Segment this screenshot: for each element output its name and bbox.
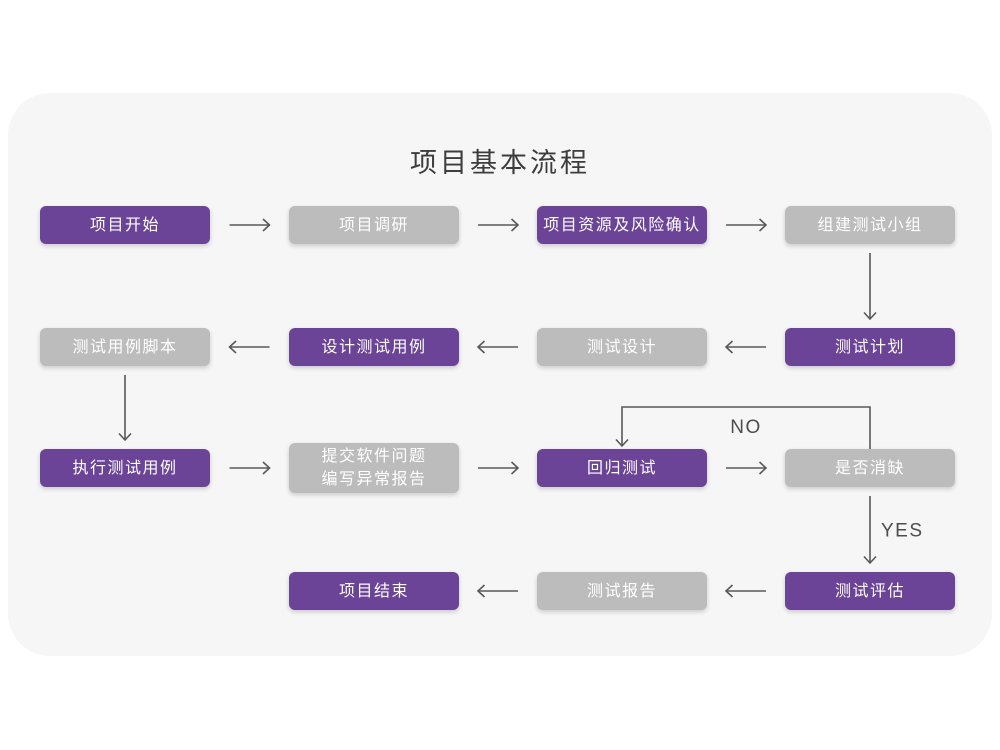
node-test-design: 测试设计 — [537, 328, 707, 366]
node-label: 测试用例脚本 — [72, 338, 178, 356]
node-label: 编写异常报告 — [321, 471, 427, 488]
node-label: 是否消缺 — [834, 459, 905, 477]
node-design-test-cases: 设计测试用例 — [289, 328, 459, 366]
node-label: 提交软件问题 — [321, 448, 427, 465]
node-label: 回归测试 — [586, 459, 657, 477]
node-label: 项目结束 — [338, 582, 409, 600]
diagram-title: 项目基本流程 — [410, 148, 590, 178]
node-label: 测试设计 — [586, 338, 657, 356]
node-label: 项目资源及风险确认 — [543, 216, 701, 234]
node-label: 项目调研 — [338, 216, 409, 234]
node-label: 组建测试小组 — [817, 216, 923, 234]
node-test-plan: 测试计划 — [785, 328, 955, 366]
node-test-evaluation: 测试评估 — [785, 572, 955, 610]
node-project-start: 项目开始 — [40, 206, 210, 244]
node-label: 测试报告 — [586, 582, 657, 600]
node-test-case-script: 测试用例脚本 — [40, 328, 210, 366]
node-label: 执行测试用例 — [72, 459, 178, 477]
node-label: 项目开始 — [89, 216, 160, 234]
node-test-report: 测试报告 — [537, 572, 707, 610]
node-defect-cleared: 是否消缺 — [785, 449, 955, 487]
node-submit-issue-write-report: 提交软件问题编写异常报告 — [289, 443, 459, 493]
node-execute-test-cases: 执行测试用例 — [40, 449, 210, 487]
node-label: 设计测试用例 — [321, 338, 427, 356]
node-label: 测试计划 — [834, 338, 905, 356]
node-resource-risk-confirmation: 项目资源及风险确认 — [537, 206, 707, 244]
node-project-end: 项目结束 — [289, 572, 459, 610]
node-label: 测试评估 — [834, 582, 905, 600]
flowchart-card — [8, 93, 992, 656]
node-project-research: 项目调研 — [289, 206, 459, 244]
node-build-test-team: 组建测试小组 — [785, 206, 955, 244]
node-regression-test: 回归测试 — [537, 449, 707, 487]
